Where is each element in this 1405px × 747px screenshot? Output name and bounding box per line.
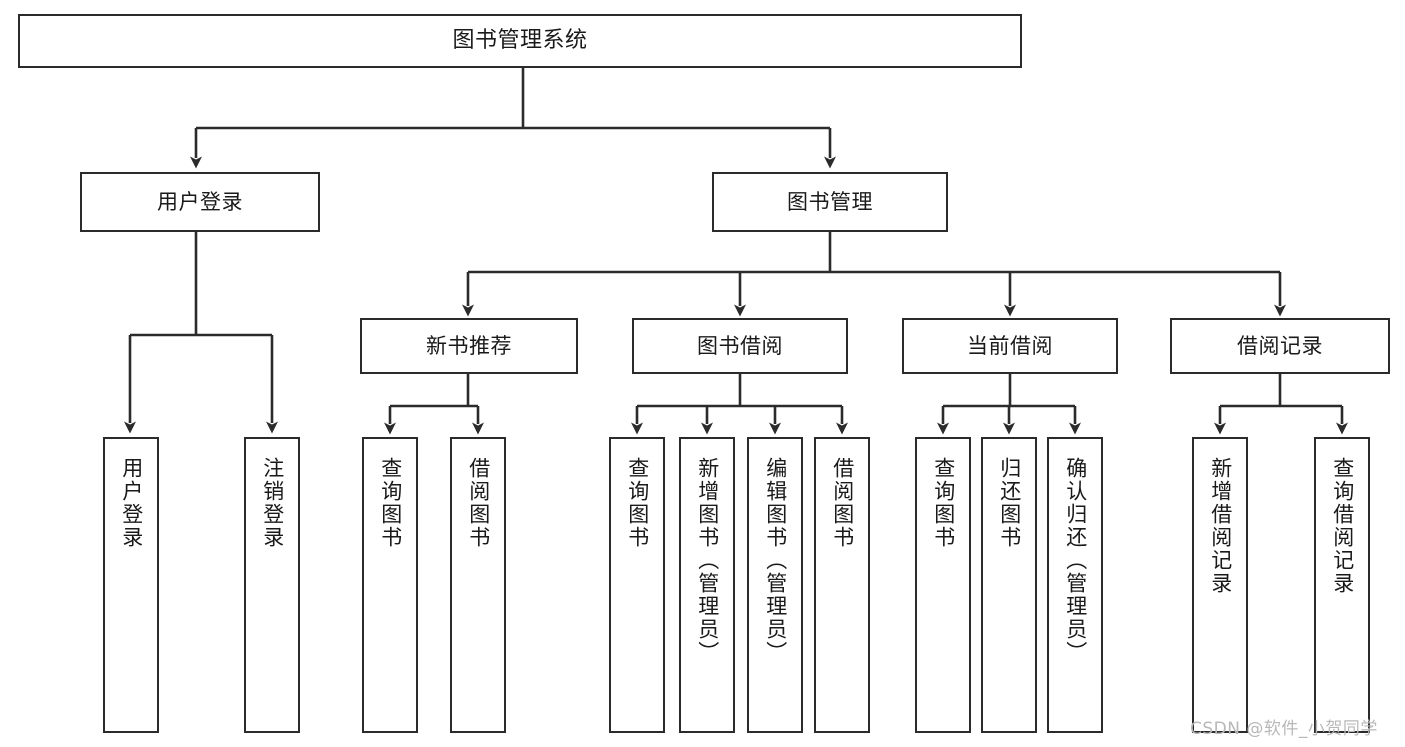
node-label: 用户登录 <box>119 457 144 549</box>
leaf-user-logout[interactable]: 注销登录 <box>244 437 300 733</box>
node-book-management[interactable]: 图书管理 <box>712 172 948 232</box>
leaf-record-add-record[interactable]: 新增借阅记录 <box>1192 437 1248 733</box>
node-label: 借阅图书 <box>830 457 855 549</box>
node-label: 用户登录 <box>157 189 243 214</box>
node-label: 归还图书 <box>997 457 1022 549</box>
leaf-record-query-record[interactable]: 查询借阅记录 <box>1314 437 1370 733</box>
node-label: 查询图书 <box>931 457 956 549</box>
leaf-recommend-query-book[interactable]: 查询图书 <box>362 437 418 733</box>
node-label: 查询图书 <box>378 457 403 549</box>
node-label: 当前借阅 <box>967 333 1053 358</box>
node-root-system[interactable]: 图书管理系统 <box>18 14 1022 68</box>
node-label: 图书管理 <box>787 189 873 214</box>
node-label: 新增图书（管理员） <box>695 457 720 664</box>
node-label: 新增借阅记录 <box>1208 457 1233 595</box>
node-label: 借阅图书 <box>466 457 491 549</box>
node-label: 确认归还（管理员） <box>1063 457 1088 664</box>
node-label: 编辑图书（管理员） <box>763 457 788 664</box>
node-label: 借阅记录 <box>1237 333 1323 358</box>
leaf-recommend-borrow-book[interactable]: 借阅图书 <box>450 437 506 733</box>
leaf-borrow-add-book-admin[interactable]: 新增图书（管理员） <box>679 437 735 733</box>
csdn-watermark: CSDN @软件_小贺同学 <box>1190 719 1378 739</box>
node-label: 查询图书 <box>625 457 650 549</box>
leaf-borrow-query-book[interactable]: 查询图书 <box>609 437 665 733</box>
leaf-borrow-borrow-book[interactable]: 借阅图书 <box>814 437 870 733</box>
leaf-current-confirm-return-admin[interactable]: 确认归还（管理员） <box>1047 437 1103 733</box>
node-current-borrow[interactable]: 当前借阅 <box>902 318 1118 374</box>
leaf-borrow-edit-book-admin[interactable]: 编辑图书（管理员） <box>747 437 803 733</box>
node-borrow-record[interactable]: 借阅记录 <box>1170 318 1390 374</box>
node-new-book-recommend[interactable]: 新书推荐 <box>360 318 578 374</box>
node-book-borrow[interactable]: 图书借阅 <box>632 318 848 374</box>
leaf-current-return-book[interactable]: 归还图书 <box>981 437 1037 733</box>
leaf-current-query-book[interactable]: 查询图书 <box>915 437 971 733</box>
node-label: 图书借阅 <box>697 333 783 358</box>
leaf-user-login[interactable]: 用户登录 <box>103 437 159 733</box>
node-label: 注销登录 <box>260 457 285 549</box>
node-user-login[interactable]: 用户登录 <box>80 172 320 232</box>
node-label: 新书推荐 <box>426 333 512 358</box>
node-label: 查询借阅记录 <box>1330 457 1355 595</box>
node-label: 图书管理系统 <box>452 28 588 54</box>
